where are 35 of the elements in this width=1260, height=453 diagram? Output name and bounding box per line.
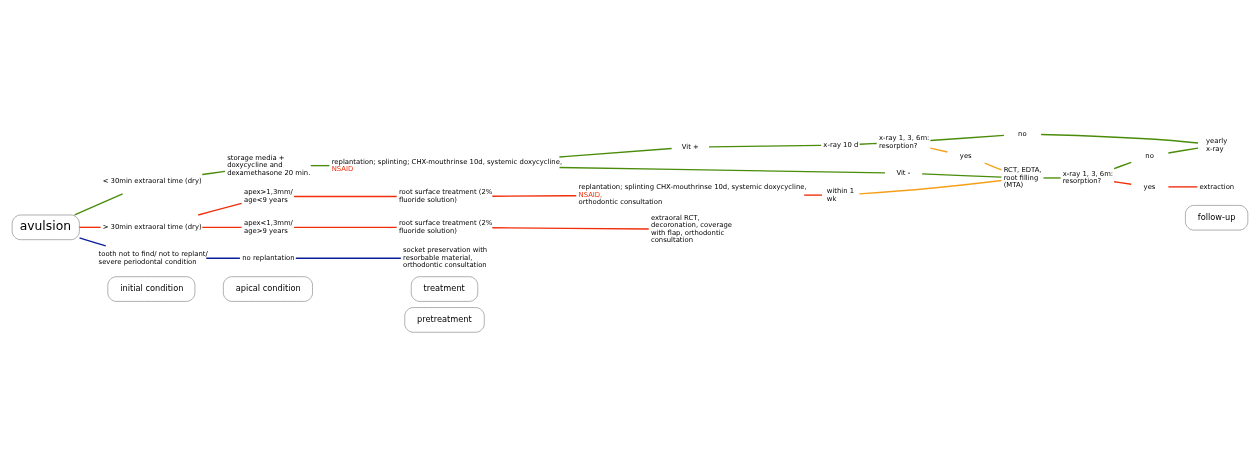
node-box: initial condition: [107, 275, 196, 302]
connector: [929, 134, 1005, 141]
connector: [201, 170, 226, 175]
connector: [310, 164, 331, 166]
connector: [929, 147, 949, 153]
node-box: follow-up: [1185, 204, 1249, 230]
connector: [803, 193, 823, 196]
connector: [1167, 146, 1199, 154]
connector: [708, 144, 822, 148]
node-box: apical condition: [223, 275, 313, 302]
node-box: treatment: [410, 275, 479, 302]
connector: [1040, 133, 1199, 144]
connector: [558, 147, 673, 158]
node-box: avulsion: [11, 214, 80, 240]
connector: [858, 179, 1003, 195]
connector: [984, 162, 1003, 171]
connector: [859, 142, 878, 145]
node-box: pretreatment: [404, 306, 485, 333]
connector: [1113, 161, 1132, 169]
connector: [295, 257, 402, 259]
connector: [1042, 176, 1062, 179]
connector: [293, 195, 398, 197]
connector: [78, 236, 107, 246]
connector: [491, 226, 650, 230]
connector: [1167, 185, 1199, 188]
connector: [78, 226, 102, 228]
connector: [558, 166, 886, 174]
connector: [293, 226, 398, 228]
connector: [73, 192, 124, 216]
connector: [921, 172, 1003, 178]
connector: [205, 257, 241, 259]
connector: [201, 226, 243, 228]
connector: [1113, 180, 1132, 185]
connector: [197, 202, 243, 216]
connector: [491, 194, 577, 197]
